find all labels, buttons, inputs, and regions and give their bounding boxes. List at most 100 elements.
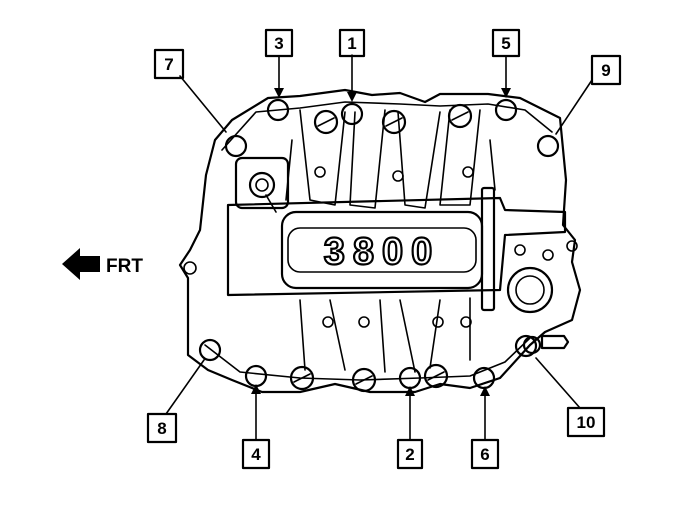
callout-1-box [338, 28, 366, 58]
vacuum-nipple [540, 334, 570, 350]
badge-inner [287, 227, 477, 273]
runner [329, 299, 346, 371]
leader-7 [179, 75, 227, 133]
sensor-fitting [234, 156, 290, 213]
runner [379, 299, 386, 373]
screw-slot [355, 375, 373, 385]
boss [460, 316, 472, 328]
screw [289, 365, 315, 391]
callout-8-box [146, 412, 178, 444]
callout-10-label: 10 [577, 413, 596, 432]
callout-5-label: 5 [501, 34, 510, 53]
callout-3-box [264, 28, 294, 58]
screw-slot [451, 111, 469, 121]
bolt-1 [340, 102, 364, 126]
callout-1-label: 1 [347, 34, 356, 53]
callout-6-box [470, 438, 500, 470]
callout-5: 5 [491, 28, 521, 58]
sensor-housing [234, 156, 290, 210]
screw [313, 109, 339, 135]
runner [429, 299, 441, 369]
callout-8-label: 8 [157, 419, 166, 438]
callout-10-box [566, 406, 606, 438]
manifold-inner-edge [221, 101, 553, 151]
callout-9: 9 [590, 54, 622, 86]
boss [432, 316, 444, 328]
runner [397, 111, 441, 209]
boss [392, 170, 404, 182]
egr-port-ring [506, 266, 554, 314]
arrowhead-4 [251, 384, 261, 394]
upper-runners [285, 109, 496, 209]
arrowhead-5 [501, 88, 511, 98]
callout-9-label: 9 [601, 61, 610, 80]
runner [399, 299, 416, 373]
egr-port-inner [515, 275, 545, 305]
runner [439, 109, 481, 206]
leader-8 [165, 359, 205, 415]
front-direction-indicator: FRT [62, 248, 143, 280]
sensor-cap [248, 171, 276, 199]
manifold-body [178, 88, 582, 394]
bolt-5 [494, 98, 518, 122]
bolt-4 [244, 364, 268, 388]
bolt-3 [266, 98, 290, 122]
badge-text: 3800 [324, 231, 441, 273]
front-arrow-icon [62, 248, 100, 280]
manifold-lower-edge [204, 337, 531, 381]
callout-4-box [241, 438, 271, 470]
callout-1: 1 [338, 28, 366, 58]
leader-9 [555, 79, 593, 135]
screw-slot [317, 117, 335, 127]
leader-lines [165, 54, 593, 441]
callout-9-box [590, 54, 622, 86]
screw-slot [293, 373, 311, 383]
small-boss [514, 244, 526, 256]
callout-4: 4 [241, 438, 271, 470]
ear-hole [566, 240, 578, 252]
callout-5-box [491, 28, 521, 58]
bolt-9 [536, 134, 560, 158]
callout-2-label: 2 [405, 445, 414, 464]
bolt-7 [224, 134, 248, 158]
boss [314, 166, 326, 178]
manifold-outline [178, 88, 582, 394]
callout-7: 7 [153, 48, 185, 80]
screw [381, 109, 407, 135]
screw [351, 367, 377, 393]
callout-6-label: 6 [480, 445, 489, 464]
ear-hole [183, 261, 197, 275]
lower-runners [299, 297, 471, 373]
callout-2: 2 [396, 438, 424, 470]
front-label: FRT [106, 256, 143, 277]
arrowhead-3 [274, 88, 284, 98]
callout-4-label: 4 [251, 445, 261, 464]
engine-badge: 3800 [280, 210, 484, 290]
callout-3: 3 [264, 28, 294, 58]
arrowhead-6 [480, 386, 490, 396]
boss [462, 166, 474, 178]
callout-10: 10 [566, 406, 606, 438]
callout-8: 8 [146, 412, 178, 444]
screw-slot [427, 371, 445, 381]
badge-frame [280, 210, 484, 290]
sensor-stem [265, 194, 277, 213]
arrowhead-1 [347, 92, 357, 102]
callout-2-box [396, 438, 424, 470]
runner [349, 109, 386, 209]
callout-7-label: 7 [164, 55, 173, 74]
callout-7-box [153, 48, 185, 80]
injector-screws [289, 103, 473, 393]
callout-3-label: 3 [274, 34, 283, 53]
boss [322, 316, 334, 328]
screw [423, 363, 449, 389]
runner [299, 299, 306, 371]
small-bosses [183, 166, 578, 328]
screw [447, 103, 473, 129]
small-boss [542, 249, 554, 261]
bolt-10 [514, 334, 538, 358]
boss [358, 316, 370, 328]
plenum-band-outline [226, 196, 567, 297]
